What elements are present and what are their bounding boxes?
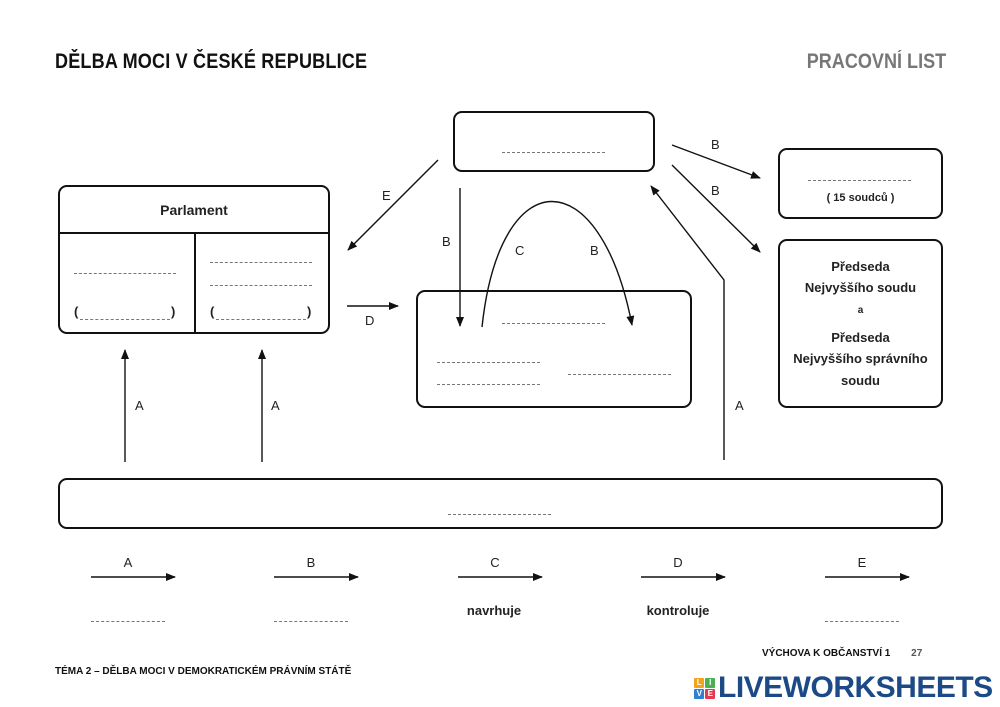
court-input[interactable] [808,170,911,181]
arrow-label-b: B [590,243,599,258]
parlament-chamber-divider [194,233,196,332]
arrow-label-d: D [365,313,375,328]
legend-input-e[interactable] [825,611,899,622]
court-note: ( 15 soudců ) [826,192,895,204]
president-box [453,111,655,172]
chamber2-input-1[interactable] [210,252,312,263]
presidents-line2: Nejvyššího soudu [804,280,917,295]
government-input-3[interactable] [437,374,540,385]
arrow-label-a: A [735,398,744,413]
presidents-line6: soudu [841,373,880,388]
arrow-label-c: C [515,243,525,258]
page-number: 27 [911,648,923,659]
parlament-title: Parlament [160,202,228,218]
government-input-2[interactable] [437,352,540,363]
arrow-label-b: B [442,234,451,249]
government-box [416,290,692,408]
arrow-a3 [650,185,725,460]
presidents-line3: a [857,305,864,316]
chamber2-input-2[interactable] [210,275,312,286]
worksheet-label: PRACOVNÍ LIST [806,50,946,73]
legend-letter-b: B [306,555,316,570]
legend-input-b[interactable] [274,611,348,622]
footer-subject-text: VÝCHOVA K OBČANSTVÍ 1 [762,648,891,659]
presidents-line5: Nejvyššího správního [793,351,928,366]
government-input-4[interactable] [568,364,671,375]
legend-letter-c: C [490,555,500,570]
arrow-label-a: A [271,398,280,413]
court-presidents-box [778,239,943,408]
legend-text-d: kontroluje [646,603,710,618]
presidents-line4: Předseda [831,330,890,345]
footer-topic: TÉMA 2 – DĚLBA MOCI V DEMOKRATICKÉM PRÁV… [55,666,352,677]
president-input[interactable] [502,142,605,153]
legend-letter-a: A [123,555,133,570]
logo-text: LIVEWORKSHEETS [718,671,993,704]
arrow-b2 [671,164,761,253]
legend-letter-e: E [857,555,867,570]
paren-open: ( [210,304,215,319]
paren-close: ) [171,304,176,319]
citizens-input[interactable] [448,504,551,515]
legend-input-a[interactable] [91,611,165,622]
legend-letter-d: D [673,555,683,570]
presidents-line1: Předseda [831,259,890,274]
arrow-label-a: A [135,398,144,413]
arrow-label-b: B [711,183,720,198]
parlament-box [58,185,330,334]
paren-close: ) [307,304,312,319]
chamber1-input[interactable] [74,263,176,274]
arrow-label-e: E [382,188,391,203]
legend-text-c: navrhuje [466,603,522,618]
arrow-arch [481,201,635,328]
page-title: DĚLBA MOCI V ČESKÉ REPUBLICE [55,50,368,73]
court-box [778,148,943,219]
chamber1-count-input[interactable] [80,309,170,320]
paren-open: ( [74,304,79,319]
government-input[interactable] [502,313,605,324]
footer-subject: VÝCHOVA K OBČANSTVÍ 1 27 [762,648,922,660]
arrow-label-b: B [711,137,720,152]
citizens-box [58,478,943,529]
arrow-e [347,159,439,251]
chamber2-count-input[interactable] [216,309,306,320]
arrow-b1 [671,144,761,179]
